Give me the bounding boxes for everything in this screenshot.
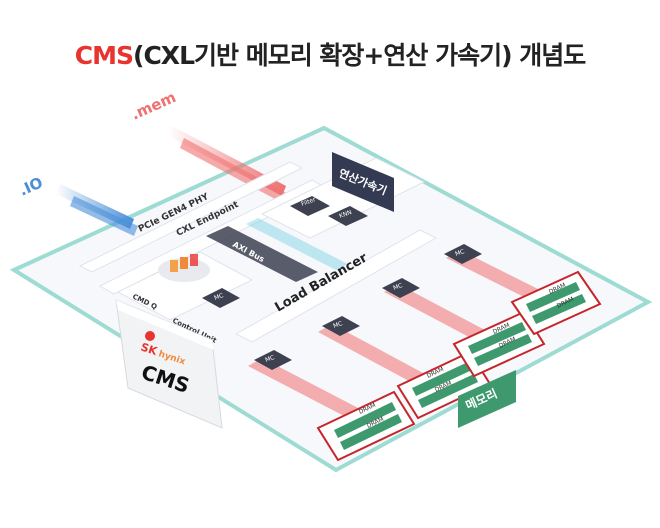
memory-badge (458, 370, 516, 428)
mc-chip-3-label: MC (392, 282, 403, 292)
mc-chip-3: MC (382, 278, 420, 298)
channel-1 (248, 358, 362, 418)
axi-glow (246, 218, 348, 270)
mem-label: .mem (128, 88, 178, 124)
knn-chip: KNN (328, 206, 368, 226)
filter-chip: Filter (290, 196, 330, 216)
accel-badge (332, 152, 394, 212)
queue-cylinder (158, 254, 210, 282)
diagram-title: CMS(CXL기반 메모리 확장+연산 가속기) 개념도 (0, 36, 660, 72)
dram-module-3: DRAM DRAM (452, 310, 546, 378)
brand-sk: SK (139, 340, 159, 358)
channel-2 (318, 324, 436, 388)
title-rest: (CXL기반 메모리 확장+연산 가속기) 개념도 (133, 41, 586, 70)
phy-bar (78, 161, 304, 273)
mc-chip-1-label: MC (264, 354, 275, 364)
filter-chip-label: Filter (300, 196, 317, 208)
mem-signal-line-2 (180, 138, 292, 206)
mc-chip-4-label: MC (454, 248, 465, 258)
dram-module-1: DRAM DRAM (316, 390, 416, 462)
control-mc-chip: MC (202, 288, 240, 308)
io-label: .IO (16, 173, 45, 199)
control-mc-label: MC (213, 292, 224, 302)
mc-chip-4: MC (444, 244, 482, 264)
mc-chip-1: MC (254, 350, 292, 370)
mc-chip-2: MC (322, 316, 360, 336)
knn-chip-label: KNN (338, 209, 353, 220)
axi-bus (206, 226, 318, 282)
mc-chip-2-label: MC (332, 320, 343, 330)
sk-logo-icon (145, 331, 155, 341)
dram-module-4: DRAM DRAM (510, 270, 602, 336)
io-signal-line-2 (70, 196, 138, 236)
load-balancer-bar (234, 229, 438, 343)
title-accent: CMS (74, 41, 134, 70)
channel-3 (384, 284, 500, 346)
brand-signboard: SK hynix CMS (115, 299, 223, 429)
